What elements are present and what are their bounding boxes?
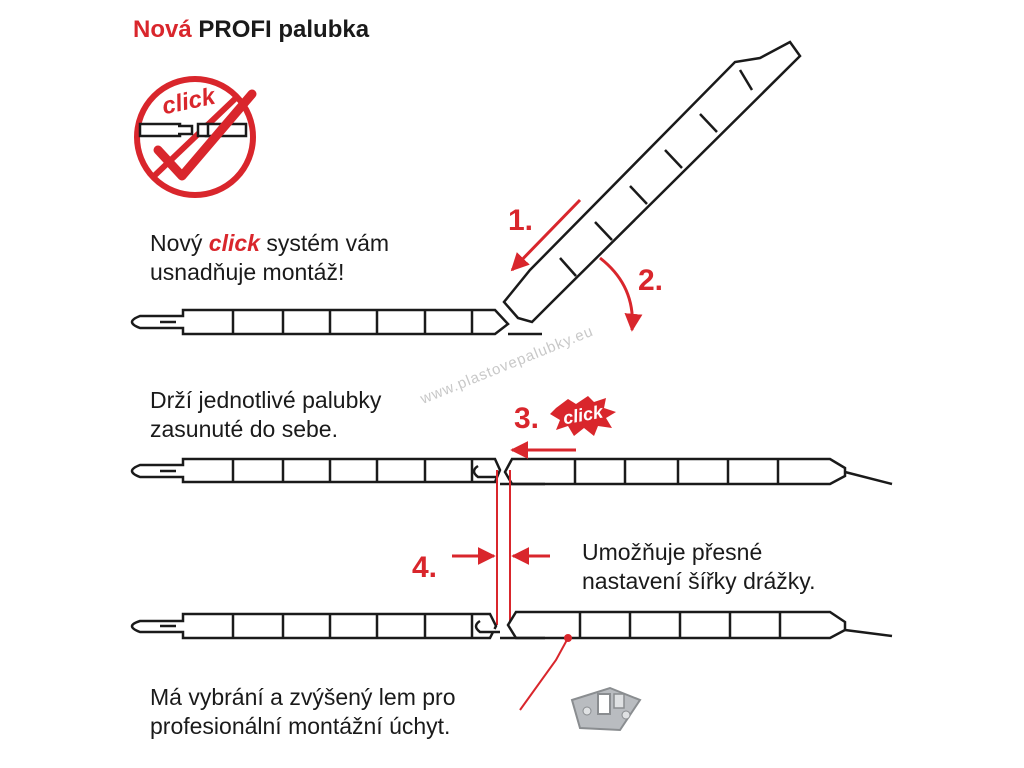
caption-mounting-clip-line1: Má vybrání a zvýšený lem pro <box>150 684 456 710</box>
clip-pointer-dot <box>564 634 572 642</box>
caption-groove-width: Umožňuje přesné nastavení šířky drážky. <box>582 538 816 596</box>
title-rest: PROFI palubka <box>191 16 370 43</box>
panel-row-3 <box>130 610 893 640</box>
caption-mounting-clip-line2: profesionální montážní úchyt. <box>150 713 451 739</box>
click-burst-icon <box>550 396 616 436</box>
panel-row-2 <box>130 457 893 486</box>
caption-click-system-after: systém vám <box>259 230 390 256</box>
mounting-clip-icon <box>570 686 642 732</box>
caption-holds-panels-line1: Drží jednotlivé palubky <box>150 387 382 413</box>
caption-click-system: Nový click systém vám usnadňuje montáž! <box>150 229 389 287</box>
step-4-label: 4. <box>412 551 438 584</box>
caption-holds-panels: Drží jednotlivé palubky zasunuté do sebe… <box>150 386 381 444</box>
caption-groove-width-line2: nastavení šířky drážky. <box>582 568 816 594</box>
title-accent: Nová <box>133 16 192 43</box>
caption-groove-width-line1: Umožňuje přesné <box>582 539 763 565</box>
panel-row-1 <box>130 308 542 336</box>
caption-mounting-clip: Má vybrání a zvýšený lem pro profesionál… <box>150 683 456 741</box>
caption-click-word: click <box>208 230 260 256</box>
tilted-panel <box>502 40 802 324</box>
arrow-2 <box>599 256 643 332</box>
click-check-icon <box>134 76 257 198</box>
caption-click-system-line2: usnadňuje montáž! <box>150 259 345 285</box>
step-3-label: 3. <box>514 402 540 435</box>
arrow-1 <box>510 198 582 272</box>
caption-click-system-line1: Nový click systém vám <box>150 229 389 258</box>
caption-click-system-before: Nový <box>150 230 209 256</box>
step-2-label: 2. <box>638 264 664 297</box>
page-title: Nová PROFI palubka <box>133 16 369 44</box>
caption-holds-panels-line2: zasunuté do sebe. <box>150 416 338 442</box>
step-1-label: 1. <box>508 204 534 237</box>
clip-pointer-line <box>519 637 569 711</box>
